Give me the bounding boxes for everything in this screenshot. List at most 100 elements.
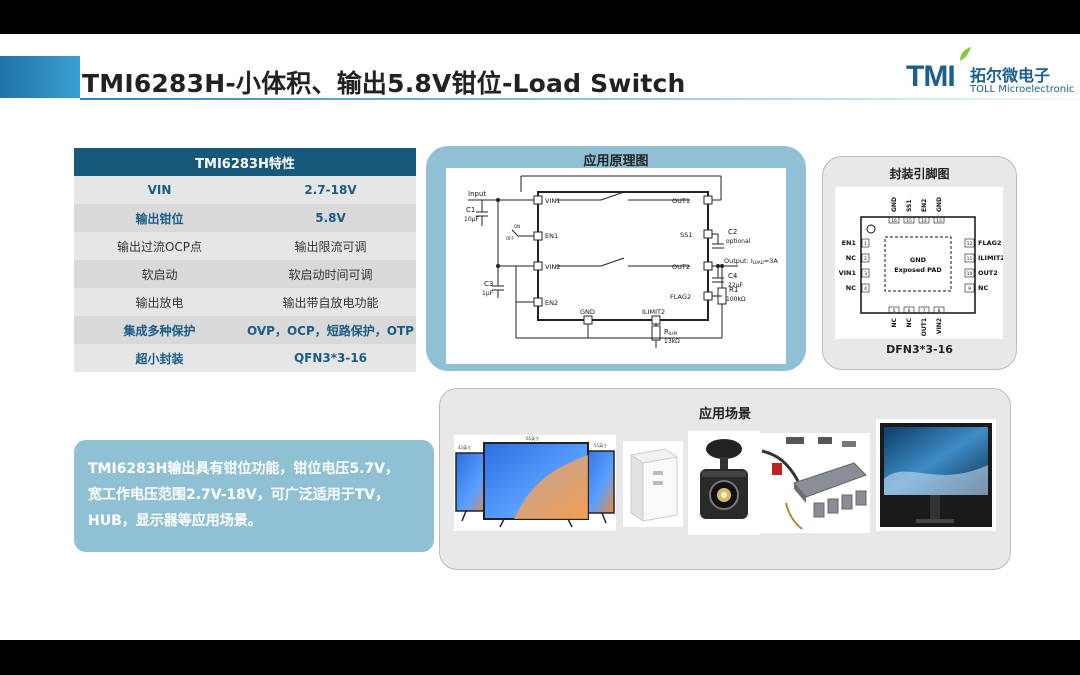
table-row: 输出放电 输出带自放电功能	[74, 288, 416, 316]
c1-label: C1	[466, 206, 475, 214]
spec-value: 2.7-18V	[304, 183, 357, 197]
c4-label: C4	[728, 272, 738, 280]
pin-ss1: SS1	[680, 231, 692, 239]
page-title: TMI6283H-小体积、输出5.8V钳位-Load Switch	[82, 69, 686, 98]
pin-gnd: GND	[580, 308, 595, 316]
pkg-left-num: 1	[864, 241, 867, 247]
tv-label-43: 43英寸	[458, 444, 471, 450]
pkg-bottom-num: 5	[893, 308, 896, 314]
logo-mark: TMI	[906, 60, 956, 93]
pkg-top-pin: EN2	[921, 199, 928, 212]
spec-key: 输出放电	[135, 295, 184, 310]
pin-en1: EN1	[545, 232, 558, 240]
title-accent-bar	[0, 56, 80, 98]
off-label: OFF	[506, 236, 514, 241]
output-label: Output: ILOAD=3A	[724, 257, 778, 265]
pkg-left-num: 3	[864, 271, 867, 277]
spec-key: 软启动	[141, 267, 178, 282]
table-row: 软启动 软启动时间可调	[74, 260, 416, 288]
pin-out2: OUT2	[672, 263, 690, 271]
table-row: 集成多种保护 OVP，OCP，短路保护，OTP	[74, 316, 416, 344]
pkg-bottom-pin: NC	[891, 317, 898, 327]
c2-label: C2	[728, 228, 737, 236]
pkg-right-pin: FLAG2	[978, 239, 1001, 247]
table-row: 输出钳位 5.8V	[74, 204, 416, 232]
slide: TMI6283H-小体积、输出5.8V钳位-Load Switch TMI 拓尔…	[0, 34, 1080, 640]
rilim-label: RILIM	[664, 328, 677, 336]
c3-label: C3	[484, 280, 493, 288]
pin-vin2: VIN2	[545, 263, 560, 271]
r1-label: R1	[729, 286, 738, 294]
rilim-value: 13kΩ	[664, 338, 680, 345]
c4-value: 22μF	[728, 282, 743, 289]
monitor-image	[876, 419, 996, 531]
pkg-left-num: 4	[864, 286, 867, 292]
pin-ilimit2: ILIMIT2	[642, 308, 665, 316]
pkg-top-num: 15	[906, 218, 912, 224]
tv-label-65: 65英寸	[526, 435, 539, 441]
package-diagram: GND Exposed PAD GND SS1 EN2 GND 16 15	[835, 187, 1005, 339]
pkg-bottom-num: 6	[908, 308, 911, 314]
pkg-top-num: 16	[891, 218, 897, 224]
pkg-bottom-pin: VIN2	[936, 318, 943, 334]
spec-value: 5.8V	[315, 211, 346, 225]
charger-image	[623, 441, 683, 527]
spec-table-header: TMI6283H特性	[74, 148, 416, 176]
table-row: VIN 2.7-18V	[74, 176, 416, 204]
pkg-bottom-num: 8	[938, 308, 941, 314]
pkg-left-pin: VIN1	[839, 269, 857, 277]
c2-value: optional	[726, 238, 751, 245]
table-row: 超小封装 QFN3*3-16	[74, 344, 416, 372]
pin-flag2: FLAG2	[670, 293, 691, 301]
spec-key: 输出过流OCP点	[116, 239, 203, 254]
spec-value: 软启动时间可调	[288, 267, 373, 282]
description-line-1: TMI6283H输出具有钳位功能，钳位电压5.7V，	[88, 461, 400, 477]
schematic-diagram: Input C1 10μF C3 1μF ON OFF VIN1 EN1 VIN…	[446, 168, 786, 364]
pin-vin1: VIN1	[545, 197, 560, 205]
pkg-right-pin: ILIMIT2	[978, 254, 1003, 262]
r1-value: 100kΩ	[726, 296, 746, 303]
usb-hub-image	[758, 433, 870, 533]
company-logo: TMI 拓尔微电子 TOLL Microelectronic	[906, 44, 1074, 96]
schematic-svg: Input C1 10μF C3 1μF ON OFF VIN1 EN1 VIN…	[464, 175, 778, 348]
on-label: ON	[514, 224, 520, 229]
pkg-right-pin: NC	[978, 284, 988, 292]
description-line-3: HUB，显示器等应用场景。	[88, 513, 262, 529]
pkg-top-pin: SS1	[906, 199, 913, 212]
package-svg: GND Exposed PAD GND SS1 EN2 GND 16 15	[839, 197, 1005, 336]
table-row: 输出过流OCP点 输出限流可调	[74, 232, 416, 260]
pkg-right-num: 9	[968, 286, 971, 292]
pkg-top-pin: GND	[891, 197, 898, 212]
package-name: DFN3*3-16	[886, 343, 953, 356]
pkg-top-num: 13	[936, 218, 942, 224]
c1-value: 10μF	[464, 216, 479, 223]
spec-key: VIN	[147, 183, 172, 197]
logo-company-cn: 拓尔微电子	[970, 66, 1051, 85]
spec-value: 输出限流可调	[294, 239, 367, 254]
pkg-left-pin: EN1	[842, 239, 857, 247]
pkg-left-pin: NC	[846, 254, 856, 262]
center-pad-line-2: Exposed PAD	[894, 266, 942, 274]
pkg-right-num: 10	[967, 271, 973, 277]
pkg-right-num: 12	[967, 241, 973, 247]
pkg-top-pin: GND	[936, 197, 943, 212]
spec-value: 输出带自放电功能	[282, 295, 379, 310]
pkg-bottom-pin: NC	[906, 317, 913, 327]
schematic-title: 应用原理图	[583, 154, 649, 169]
description-box: TMI6283H输出具有钳位功能，钳位电压5.7V， 宽工作电压范围2.7V-1…	[74, 440, 434, 552]
tv-image: 43英寸 65英寸 55英寸	[454, 435, 616, 531]
spec-key: 超小封装	[135, 351, 184, 366]
pkg-right-num: 11	[967, 256, 973, 262]
title-underline	[80, 98, 1080, 100]
spec-table: TMI6283H特性 VIN 2.7-18V 输出钳位 5.8V 输出过流OCP…	[74, 148, 416, 372]
center-pad-line-1: GND	[910, 256, 927, 264]
leaf-icon	[960, 47, 971, 61]
schematic-panel: 应用原理图	[426, 146, 806, 371]
tv-label-55: 55英寸	[594, 442, 607, 448]
description-line-2: 宽工作电压范围2.7V-18V，可广泛适用于TV，	[88, 487, 390, 503]
package-panel: 封装引脚图 GND Exposed PAD GND SS1 EN2 GND	[822, 156, 1017, 370]
applications-panel: 应用场景 43英寸 65英寸 55英寸	[439, 388, 1011, 570]
pkg-bottom-pin: OUT1	[921, 318, 928, 336]
spec-value: OVP，OCP，短路保护，OTP	[247, 323, 414, 338]
c3-value: 1μF	[482, 290, 494, 297]
